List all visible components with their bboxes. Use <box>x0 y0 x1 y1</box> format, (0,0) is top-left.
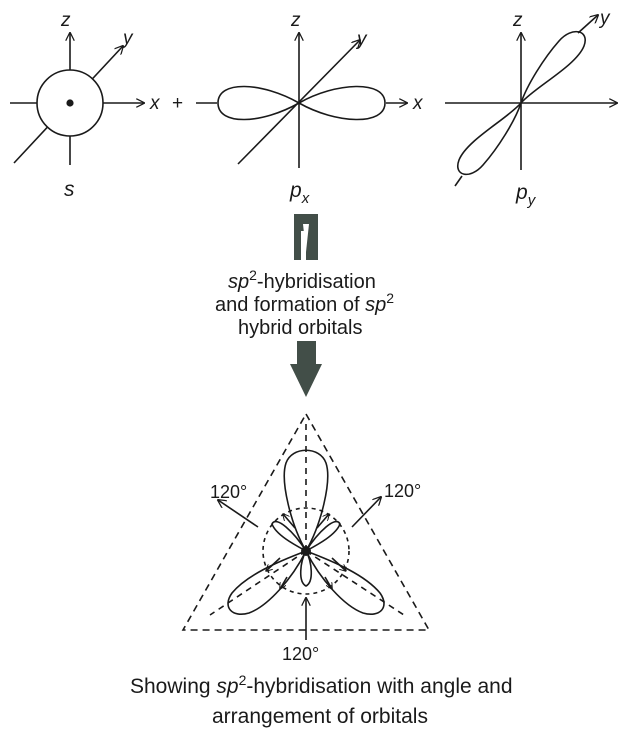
bond-line-left <box>210 551 306 615</box>
px-y-label: y <box>355 29 368 50</box>
caption-line-2: arrangement of orbitals <box>212 705 428 728</box>
process-arrow-bottom <box>290 341 322 397</box>
py-y-axis-lower <box>455 176 462 186</box>
s-y-label: y <box>121 28 134 49</box>
py-orbital-label: py <box>515 181 537 209</box>
angle-label-bottom: 120° <box>282 644 319 664</box>
px-x-label: x <box>412 93 424 114</box>
process-line-1: sp2-hybridisation <box>228 267 376 293</box>
s-orbital-panel <box>10 33 144 165</box>
process-line-3: hybrid orbitals <box>238 317 363 339</box>
s-z-label: z <box>60 10 71 31</box>
py-y-label: y <box>598 8 611 29</box>
angle-label-left: 120° <box>210 482 247 502</box>
central-nucleus <box>301 546 311 556</box>
back-lobe-bottom <box>301 551 312 586</box>
s-x-label: x <box>149 93 161 114</box>
sp2-hybrid-set <box>183 414 429 640</box>
s-orbital-nucleus <box>66 99 73 106</box>
px-orbital-panel <box>196 33 407 168</box>
py-orbital-panel <box>445 15 617 186</box>
back-lobe-upper-right <box>306 522 340 551</box>
hybrid-lobe-left <box>228 551 306 614</box>
s-orbital-label: s <box>64 178 75 201</box>
px-orbital-lobes <box>218 86 385 119</box>
caption-line-1: Showing sp2-hybridisation with angle and <box>130 672 513 698</box>
px-z-label: z <box>290 10 301 31</box>
py-z-label: z <box>512 10 523 31</box>
process-line-2: and formation of sp2 <box>215 290 394 316</box>
angle-label-right: 120° <box>384 481 421 501</box>
hybrid-lobe-right <box>306 551 384 614</box>
operator-plus: + <box>172 93 183 114</box>
angle-arrow-left <box>218 500 258 527</box>
back-lobe-upper-left <box>272 522 306 551</box>
py-y-axis-upper <box>578 15 598 33</box>
px-orbital-label: px <box>289 179 310 207</box>
